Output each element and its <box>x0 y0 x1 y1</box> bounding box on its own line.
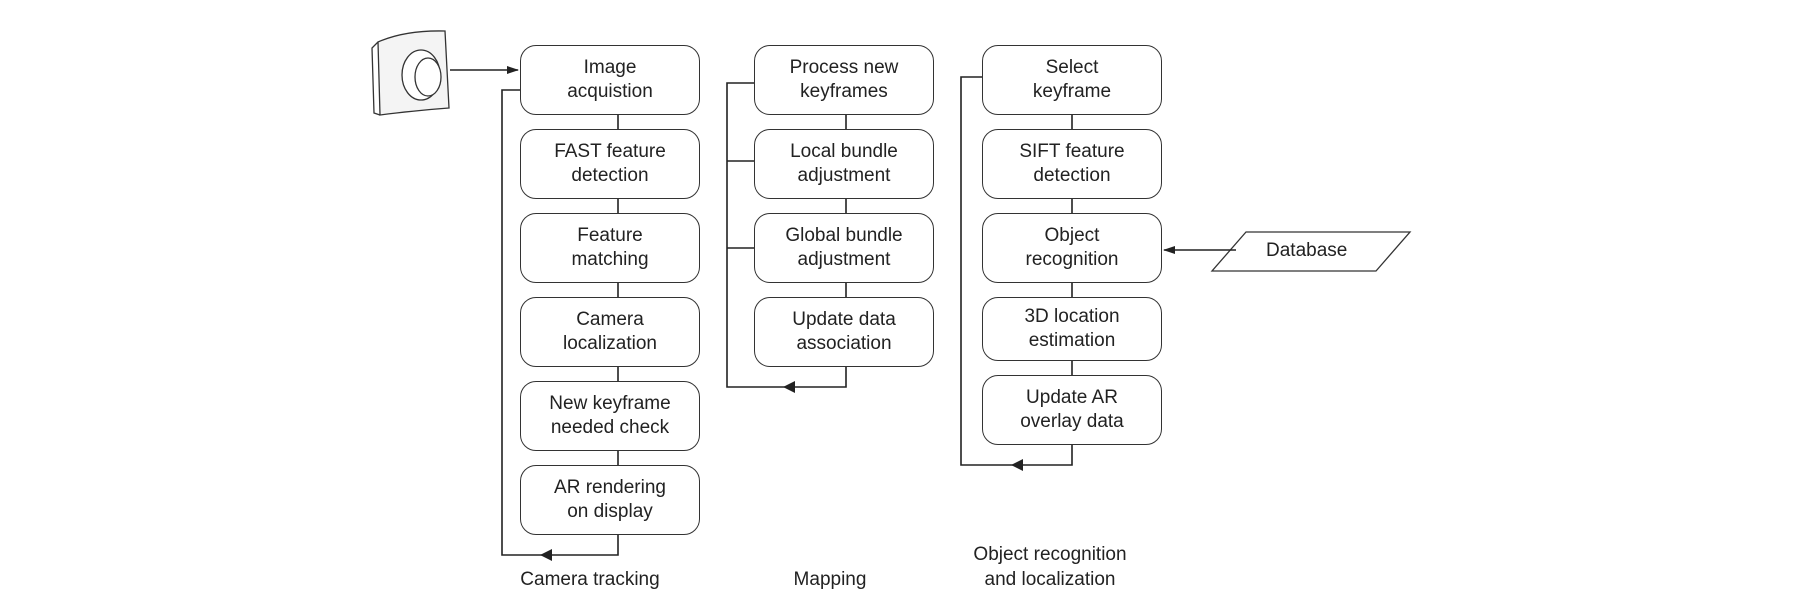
mapping-loop-arrow <box>783 381 795 393</box>
step-image-acquisition: Image acquistion <box>520 45 700 115</box>
step-global-bundle-adjustment: Global bundle adjustment <box>754 213 934 283</box>
caption-object-recognition: Object recognition and localization <box>973 544 1127 590</box>
step-3d-location-estimation: 3D location estimation <box>982 297 1162 361</box>
step-process-new-keyframes: Process new keyframes <box>754 45 934 115</box>
step-fast-feature-detection: FAST feature detection <box>520 129 700 199</box>
step-object-recognition: Object recognition <box>982 213 1162 283</box>
step-ar-rendering: AR rendering on display <box>520 465 700 535</box>
step-select-keyframe: Select keyframe <box>982 45 1162 115</box>
parallelogram-data-icon <box>1210 231 1412 272</box>
step-feature-matching: Feature matching <box>520 213 700 283</box>
mapping-loop-line <box>726 82 847 388</box>
caption-mapping: Mapping <box>793 569 867 590</box>
recognition-loop-arrow <box>1011 459 1023 471</box>
step-sift-feature-detection: SIFT feature detection <box>982 129 1162 199</box>
camera-icon <box>371 30 450 116</box>
step-local-bundle-adjustment: Local bundle adjustment <box>754 129 934 199</box>
step-update-data-association: Update data association <box>754 297 934 367</box>
step-new-keyframe-check: New keyframe needed check <box>520 381 700 451</box>
database-label: Database <box>1266 240 1348 261</box>
tracking-loop-line <box>501 89 619 556</box>
recognition-loop-line <box>960 76 1073 466</box>
step-update-ar-overlay: Update AR overlay data <box>982 375 1162 445</box>
tracking-loop-arrow <box>540 549 552 561</box>
step-camera-localization: Camera localization <box>520 297 700 367</box>
caption-camera-tracking: Camera tracking <box>520 569 660 590</box>
